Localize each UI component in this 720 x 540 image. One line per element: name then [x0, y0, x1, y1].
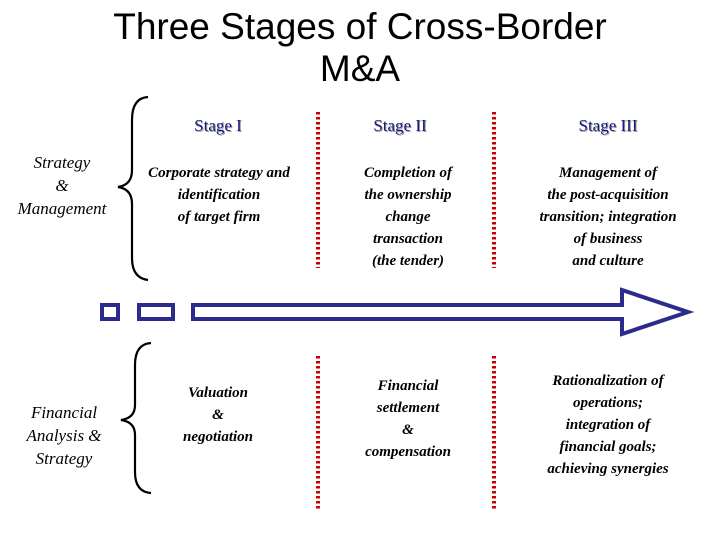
cell-stage2-strategy: Completion of the ownership change trans…: [364, 165, 452, 269]
brace-bottom: [120, 341, 152, 495]
arrow-body: [191, 287, 695, 337]
cell-stage3-strategy: Management of the post-acquisition trans…: [539, 165, 677, 269]
title-line-2: M&A: [319, 48, 401, 89]
cell-stage1-strategy: Corporate strategy and identification of…: [148, 165, 290, 225]
cell-stage1-financial: Valuation & negotiation: [182, 385, 253, 445]
title-line-1: Three Stages of Cross-Border: [113, 6, 607, 47]
arrow-dash: [137, 303, 175, 321]
cell-stage2-financial: Financial settlement & compensation: [365, 378, 451, 460]
stage-header-3: Stage III: [578, 116, 638, 135]
stage-header-1: Stage I: [194, 116, 242, 135]
brace-top: [117, 95, 149, 282]
page-title: Three Stages of Cross-Border M&A: [0, 6, 720, 90]
row-label-financial-analysis: Financial Analysis & Strategy: [26, 403, 102, 468]
cell-stage3-financial: Rationalization of operations; integrati…: [547, 373, 669, 477]
row-label-strategy-management: Strategy & Management: [17, 153, 107, 218]
stage-header-2: Stage II: [373, 116, 427, 135]
arrow-square-small: [100, 303, 120, 321]
